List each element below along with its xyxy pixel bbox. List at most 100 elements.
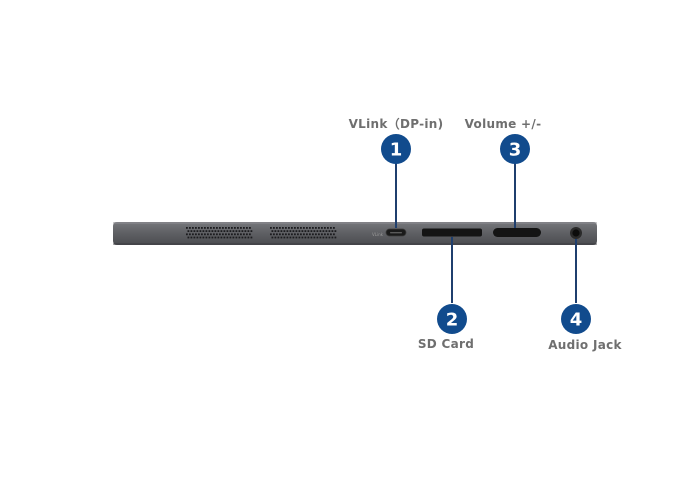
speaker-hole [199, 230, 202, 232]
speaker-hole [301, 236, 304, 239]
speaker-hole [223, 230, 226, 232]
speaker-hole [294, 227, 296, 229]
speaker-hole [331, 230, 334, 232]
speaker-hole [210, 233, 212, 236]
speaker-hole [238, 230, 241, 232]
speaker-hole [271, 230, 274, 232]
speaker-hole [276, 233, 278, 236]
speaker-hole [274, 236, 277, 239]
speaker-hole [186, 227, 188, 229]
speaker-hole [249, 227, 251, 229]
speaker-hole [244, 236, 247, 239]
speaker-hole [318, 227, 320, 229]
speaker-hole [334, 236, 337, 239]
speaker-hole [291, 233, 293, 236]
speaker-hole [205, 236, 208, 239]
label-audio-jack: Audio Jack [548, 338, 622, 352]
speaker-hole [330, 233, 332, 236]
speaker-hole [333, 233, 335, 236]
speaker-hole [292, 230, 295, 232]
speaker-hole [274, 230, 277, 232]
speaker-hole [238, 236, 241, 239]
speaker-hole [201, 227, 203, 229]
speaker-hole [231, 233, 233, 236]
label-vlink: VLink（DP-in) [349, 116, 444, 131]
speaker-hole [333, 227, 335, 229]
speaker-hole [303, 233, 305, 236]
speaker-hole [237, 233, 239, 236]
speaker-hole [289, 230, 292, 232]
speaker-hole [241, 230, 244, 232]
callout-2: 2 SD Card [418, 304, 474, 351]
speaker-hole [190, 236, 193, 239]
speaker-hole [247, 236, 250, 239]
speaker-hole [276, 227, 278, 229]
speaker-hole [318, 233, 320, 236]
speaker-hole [223, 236, 226, 239]
speaker-hole [204, 227, 206, 229]
speaker-hole [216, 233, 218, 236]
speaker-hole [277, 230, 280, 232]
speaker-hole [222, 227, 224, 229]
speaker-hole [285, 233, 287, 236]
speaker-hole [310, 236, 313, 239]
speaker-hole [289, 236, 292, 239]
speaker-hole [324, 233, 326, 236]
speaker-hole [192, 227, 194, 229]
speaker-hole [196, 236, 199, 239]
speaker-hole [306, 233, 308, 236]
speaker-hole [273, 227, 275, 229]
speaker-hole [291, 227, 293, 229]
speaker-hole [304, 230, 307, 232]
speaker-hole [187, 230, 190, 232]
speaker-hole [312, 233, 314, 236]
speaker-hole [322, 236, 325, 239]
speaker-hole [232, 230, 235, 232]
speaker-hole [207, 233, 209, 236]
label-sd-card: SD Card [418, 337, 474, 351]
speaker-hole [304, 236, 307, 239]
audio-jack [570, 227, 582, 239]
callout-4: 4 Audio Jack [548, 304, 622, 352]
label-volume: Volume +/- [465, 117, 542, 131]
speaker-hole [195, 233, 197, 236]
speaker-hole [228, 227, 230, 229]
volume-rocker [493, 228, 541, 237]
speaker-hole [189, 233, 191, 236]
speaker-hole [309, 227, 311, 229]
speaker-hole [214, 230, 217, 232]
badge-3 [500, 134, 530, 164]
speaker-hole [208, 230, 211, 232]
speaker-hole [280, 230, 283, 232]
speaker-hole [220, 236, 223, 239]
speaker-hole [217, 230, 220, 232]
audio-jack-hole [572, 229, 580, 237]
badge-2 [437, 304, 467, 334]
vlink-port-marking: VLink [372, 232, 384, 237]
speaker-hole [283, 230, 286, 232]
speaker-hole [313, 230, 316, 232]
speaker-hole [204, 233, 206, 236]
speaker-hole [295, 230, 298, 232]
speaker-hole [225, 233, 227, 236]
speaker-hole [316, 230, 319, 232]
speaker-hole [244, 230, 247, 232]
speaker-hole [325, 230, 328, 232]
speaker-hole [196, 230, 199, 232]
speaker-hole [270, 227, 272, 229]
speaker-hole [205, 230, 208, 232]
speaker-hole [250, 236, 253, 239]
badge-2-number: 2 [446, 310, 459, 331]
speaker-hole [334, 230, 337, 232]
speaker-hole [270, 233, 272, 236]
speaker-hole [285, 227, 287, 229]
device-top-highlight [113, 222, 597, 224]
speaker-hole [189, 227, 191, 229]
speaker-hole [307, 236, 310, 239]
speaker-hole [312, 227, 314, 229]
speaker-hole [225, 227, 227, 229]
speaker-hole [325, 236, 328, 239]
callout-3: 3 Volume +/- [465, 117, 542, 164]
speaker-hole [297, 227, 299, 229]
speaker-hole [283, 236, 286, 239]
